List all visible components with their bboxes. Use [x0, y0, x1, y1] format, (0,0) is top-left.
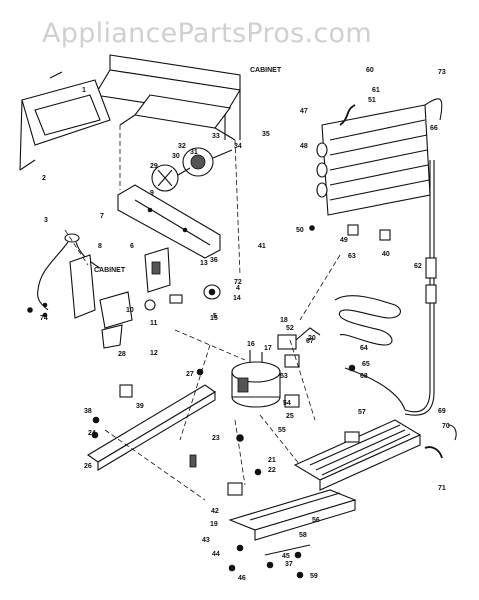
evaporator-coil [316, 98, 443, 216]
part-number-labels: 1234567891011121314151617181920212223242… [40, 67, 450, 582]
part-label-44: 44 [212, 551, 220, 558]
divider-bracket [117, 184, 221, 259]
part-label-72: 72 [234, 279, 242, 286]
part-label-40: 40 [382, 251, 390, 258]
part-label-13: 13 [200, 260, 208, 267]
part-label-3: 3 [44, 217, 48, 224]
relay-parts [277, 327, 321, 408]
compressor [231, 350, 281, 408]
part-label-32: 32 [178, 143, 186, 150]
part-label-25: 25 [286, 413, 294, 420]
part-label-58: 58 [299, 532, 307, 539]
part-label-55: 55 [278, 427, 286, 434]
part-label-48: 48 [300, 143, 308, 150]
part-label-30: 30 [172, 153, 180, 160]
part-label-4: 4 [236, 285, 240, 292]
part-label-19: 19 [210, 521, 218, 528]
part-label-16: 16 [247, 341, 255, 348]
part-label-34: 34 [234, 143, 242, 150]
part-label-28: 28 [118, 351, 126, 358]
part-label-33: 33 [212, 133, 220, 140]
part-label-52: 52 [286, 325, 294, 332]
part-label-62: 62 [414, 263, 422, 270]
part-label-65: 65 [362, 361, 370, 368]
part-label-26: 26 [84, 463, 92, 470]
part-label-20: 20 [308, 335, 316, 342]
part-label-31: 31 [190, 149, 198, 156]
part-label-51: 51 [368, 97, 376, 104]
part-label-27: 27 [186, 371, 194, 378]
fasteners [42, 224, 457, 579]
control-box [69, 247, 171, 349]
part-label-42: 42 [211, 508, 219, 515]
part-label-60: 60 [366, 67, 374, 74]
part-label-35: 35 [262, 131, 270, 138]
part-label-1: 1 [82, 87, 86, 94]
part-label-6: 6 [130, 243, 134, 250]
part-label-45: 45 [282, 553, 290, 560]
part-label-21: 21 [268, 457, 276, 464]
part-label-69: 69 [438, 408, 446, 415]
part-label-71: 71 [438, 485, 446, 492]
base-rail-left [86, 368, 217, 471]
part-label-74: 74 [40, 315, 48, 322]
part-label-43: 43 [202, 537, 210, 544]
part-label-64: 64 [360, 345, 368, 352]
part-label-5: 5 [213, 313, 217, 320]
left-panel [19, 71, 111, 171]
part-label-49: 49 [340, 237, 348, 244]
part-label-14: 14 [233, 295, 241, 302]
defrost-heater [334, 295, 401, 346]
cabinet-shelf [94, 54, 241, 141]
part-label-17: 17 [264, 345, 272, 352]
part-label-36: 36 [210, 257, 218, 264]
part-label-37: 37 [285, 561, 293, 568]
thermostat-control [144, 284, 221, 311]
part-label-18: 18 [280, 317, 288, 324]
part-label-70: 70 [442, 423, 450, 430]
part-label-63: 63 [348, 253, 356, 260]
part-label-7: 7 [100, 213, 104, 220]
fan-assembly [151, 147, 233, 192]
part-label-73: 73 [438, 69, 446, 76]
part-label-53: 53 [280, 373, 288, 380]
watermark-text: AppliancePartsPros.com [42, 18, 372, 49]
part-label-54: 54 [283, 400, 291, 407]
part-label-38: 38 [84, 408, 92, 415]
part-label-57: 57 [358, 409, 366, 416]
part-label-41: 41 [258, 243, 266, 250]
part-label-2: 2 [42, 175, 46, 182]
base-frame [227, 482, 357, 556]
part-label-56: 56 [312, 517, 320, 524]
part-label-15: 15 [210, 315, 218, 322]
part-label-11: 11 [150, 320, 158, 327]
part-label-50: 50 [296, 227, 304, 234]
part-label-24: 24 [88, 430, 96, 437]
part-label-46: 46 [238, 575, 246, 582]
part-label-39: 39 [136, 403, 144, 410]
cabinet-label-top: CABINET [250, 67, 282, 74]
cabinet-label-middle: CABINET [94, 267, 126, 274]
part-label-9: 9 [150, 190, 154, 197]
part-label-23: 23 [212, 435, 220, 442]
part-label-10: 10 [126, 307, 134, 314]
part-label-61: 61 [372, 87, 380, 94]
part-label-66: 66 [430, 125, 438, 132]
refrigerant-tubing [344, 160, 437, 416]
condenser-pan [293, 419, 422, 491]
part-label-29: 29 [150, 163, 158, 170]
part-label-67: 67 [306, 338, 314, 345]
part-label-22: 22 [268, 467, 276, 474]
part-label-8: 8 [98, 243, 102, 250]
guide-lines [64, 125, 341, 501]
part-label-12: 12 [150, 350, 158, 357]
part-label-47: 47 [300, 108, 308, 115]
part-label-59: 59 [310, 573, 318, 580]
part-label-68: 68 [360, 373, 368, 380]
